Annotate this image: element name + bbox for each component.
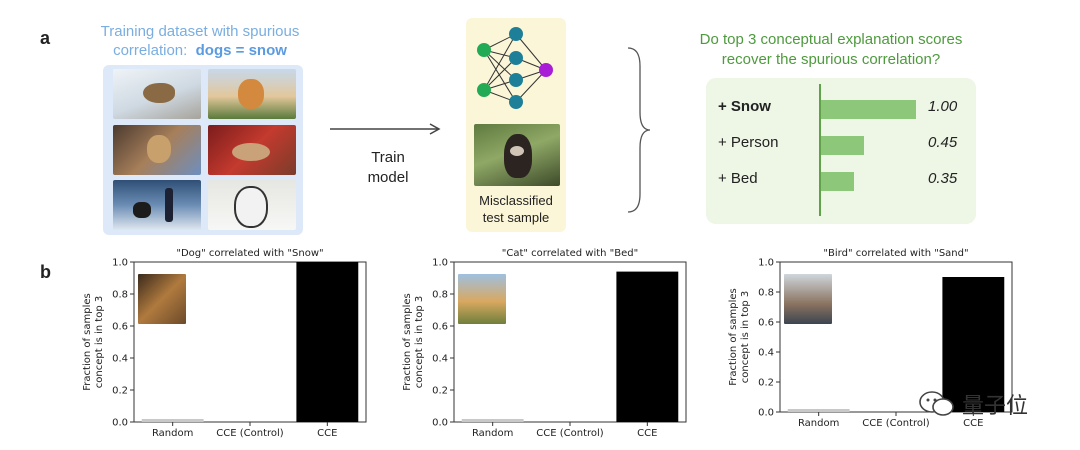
y-tick-label: 1.0 <box>758 258 774 269</box>
y-tick-label: 0.8 <box>112 290 128 301</box>
y-tick-label: 1.0 <box>432 258 448 269</box>
x-tick-label: CCE (Control) <box>536 428 604 439</box>
photo-dog-snow-2 <box>113 180 201 230</box>
score-label-0: + Snow <box>718 98 771 115</box>
photo-cat-white <box>208 180 296 230</box>
y-tick-label: 0.0 <box>112 418 128 429</box>
y-tick-label: 0.2 <box>758 378 774 389</box>
y-tick-label: 0.6 <box>432 322 448 333</box>
y-tick-label: 0.2 <box>432 386 448 397</box>
dataset-title: Training dataset with spurious correlati… <box>82 22 318 60</box>
chart-svg-1: "Cat" correlated with "Bed" 0.0 0.2 0.4 0.6 0… <box>402 248 687 439</box>
chart-svg-0: "Dog" correlated with "Snow" 0.0 0.2 0.4 0.6… <box>82 248 367 439</box>
x-tick-label: Random <box>798 418 839 429</box>
watermark: 量子位 <box>918 388 1028 420</box>
y-tick-label: 0.8 <box>432 290 448 301</box>
y-tick-label: 0.0 <box>432 418 448 429</box>
model-box: Misclassified test sample <box>466 18 566 232</box>
chart-inset-photo <box>138 274 186 324</box>
y-axis-label-line1: Fraction of samples <box>402 293 413 390</box>
chart-inset-photo <box>784 274 832 324</box>
test-caption-line2: test sample <box>482 210 550 225</box>
train-label-line1: Train <box>371 149 405 166</box>
y-axis-label-line2: concept is in top 3 <box>740 291 751 383</box>
panel-b-label: b <box>40 262 51 282</box>
chart-title: "Dog" correlated with "Snow" <box>176 248 323 259</box>
dataset-title-line2: correlation: <box>113 42 188 59</box>
x-tick-label: CCE (Control) <box>216 428 284 439</box>
bar-0 <box>787 409 850 412</box>
question-line2: recover the spurious correlation? <box>721 51 941 68</box>
photo-cat-bed <box>208 125 296 175</box>
photo-dog-snow-1 <box>113 69 201 119</box>
test-sample-caption: Misclassified test sample <box>466 192 566 226</box>
chart-bird-sand: "Bird" correlated with "Sand" 0.0 0.2 0.4 0.… <box>722 244 1022 434</box>
y-tick-label: 0.2 <box>112 386 128 397</box>
dataset-title-highlight: dogs = snow <box>195 42 287 59</box>
wechat-icon <box>919 391 954 416</box>
y-axis-label-line2: concept is in top 3 <box>414 296 425 388</box>
chart-svg-2: "Bird" correlated with "Sand" 0.0 0.2 0.4 0.… <box>728 248 1013 429</box>
x-tick-label: CCE <box>637 428 657 439</box>
dataset-title-line1: Training dataset with spurious <box>100 23 300 40</box>
y-tick-label: 0.6 <box>112 322 128 333</box>
y-tick-label: 0.6 <box>758 318 774 329</box>
score-label-1: + Person <box>718 134 779 151</box>
score-value-2: 0.35 <box>928 170 958 187</box>
y-tick-label: 1.0 <box>112 258 128 269</box>
chart-inset-photo <box>458 274 506 324</box>
train-arrow <box>330 123 441 135</box>
score-bar-1 <box>821 136 864 155</box>
scores-box: + Snow 1.00 + Person 0.45 + Bed 0.35 <box>706 78 976 224</box>
dataset-grid <box>103 65 303 235</box>
y-tick-label: 0.4 <box>432 354 448 365</box>
bar-2 <box>616 271 679 422</box>
scores-axis <box>819 84 821 216</box>
watermark-text: 量子位 <box>962 394 1029 419</box>
photo-dog-person <box>113 125 201 175</box>
y-tick-label: 0.8 <box>758 288 774 299</box>
photo-cat-1 <box>208 69 296 119</box>
bar-2 <box>942 277 1005 412</box>
y-tick-label: 0.4 <box>758 348 774 359</box>
score-bar-0 <box>821 100 916 119</box>
chart-title: "Cat" correlated with "Bed" <box>502 248 638 259</box>
question-line1: Do top 3 conceptual explanation scores <box>699 31 963 48</box>
question-title: Do top 3 conceptual explanation scores r… <box>676 30 986 70</box>
x-tick-label: CCE <box>317 428 337 439</box>
neural-network-icon <box>477 27 553 109</box>
bar-0 <box>461 419 524 422</box>
y-axis-label-line1: Fraction of samples <box>728 288 739 385</box>
y-tick-label: 0.0 <box>758 408 774 419</box>
bar-2 <box>296 262 359 422</box>
score-label-2: + Bed <box>718 170 758 187</box>
x-tick-label: CCE (Control) <box>862 418 930 429</box>
test-caption-line1: Misclassified <box>479 193 553 208</box>
chart-title: "Bird" correlated with "Sand" <box>823 248 968 259</box>
x-tick-label: CCE <box>963 418 983 429</box>
test-sample-photo <box>474 124 560 186</box>
x-tick-label: Random <box>152 428 193 439</box>
y-tick-label: 0.4 <box>112 354 128 365</box>
score-bar-2 <box>821 172 855 191</box>
bar-0 <box>141 419 204 422</box>
x-tick-label: Random <box>472 428 513 439</box>
score-value-0: 1.00 <box>928 98 958 115</box>
y-axis-label-line1: Fraction of samples <box>82 293 93 390</box>
curly-brace <box>627 47 651 213</box>
chart-dog-snow: "Dog" correlated with "Snow" 0.0 0.2 0.4 0.6… <box>76 244 376 444</box>
chart-cat-bed: "Cat" correlated with "Bed" 0.0 0.2 0.4 0.6 0… <box>396 244 696 444</box>
train-label-line2: model <box>367 169 409 186</box>
score-value-1: 0.45 <box>928 134 958 151</box>
panel-a-label: a <box>40 28 51 48</box>
train-model-label: Train model <box>358 148 418 188</box>
y-axis-label-line2: concept is in top 3 <box>94 296 105 388</box>
